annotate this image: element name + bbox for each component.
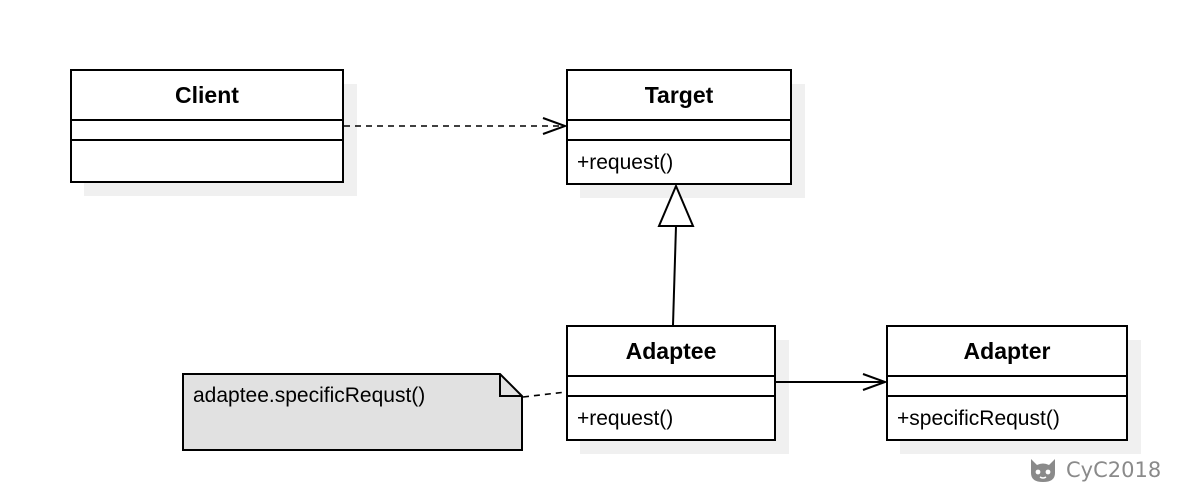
class-adapter-method: +specificRequst() (897, 407, 1060, 430)
class-adaptee-name: Adaptee (626, 338, 717, 364)
class-target-method: +request() (577, 151, 673, 174)
generalization-triangle (657, 183, 695, 227)
dependency-arrowhead (542, 117, 568, 135)
class-adaptee[interactable]: Adaptee +request() (566, 325, 789, 454)
note-fold (499, 374, 522, 397)
note[interactable]: adaptee.specificRequst() (182, 373, 523, 451)
association-arrowhead (862, 373, 888, 391)
class-client-box (70, 69, 344, 183)
note-text: adaptee.specificRequst() (193, 384, 425, 407)
note-anchor-line (522, 391, 567, 398)
watermark: CyC2018 (1028, 452, 1178, 488)
class-adapter[interactable]: Adapter +specificRequst() (886, 325, 1141, 454)
class-adapter-box (886, 325, 1128, 441)
class-client-name: Client (175, 82, 239, 108)
class-adapter-name: Adapter (964, 338, 1051, 364)
watermark-text: CyC2018 (1066, 458, 1162, 482)
generalization-line (672, 225, 677, 326)
cat-icon (1028, 457, 1058, 483)
relation-adaptee-target-generalization (657, 183, 695, 326)
class-adaptee-box (566, 325, 776, 441)
class-target-box (566, 69, 792, 185)
class-target-name: Target (645, 82, 714, 108)
note-shape (182, 373, 523, 451)
relation-client-target-dependency (344, 117, 568, 135)
class-adaptee-method: +request() (577, 407, 673, 430)
class-client[interactable]: Client (70, 69, 357, 196)
class-target[interactable]: Target +request() (566, 69, 805, 198)
relation-adaptee-adapter-association (776, 373, 888, 391)
